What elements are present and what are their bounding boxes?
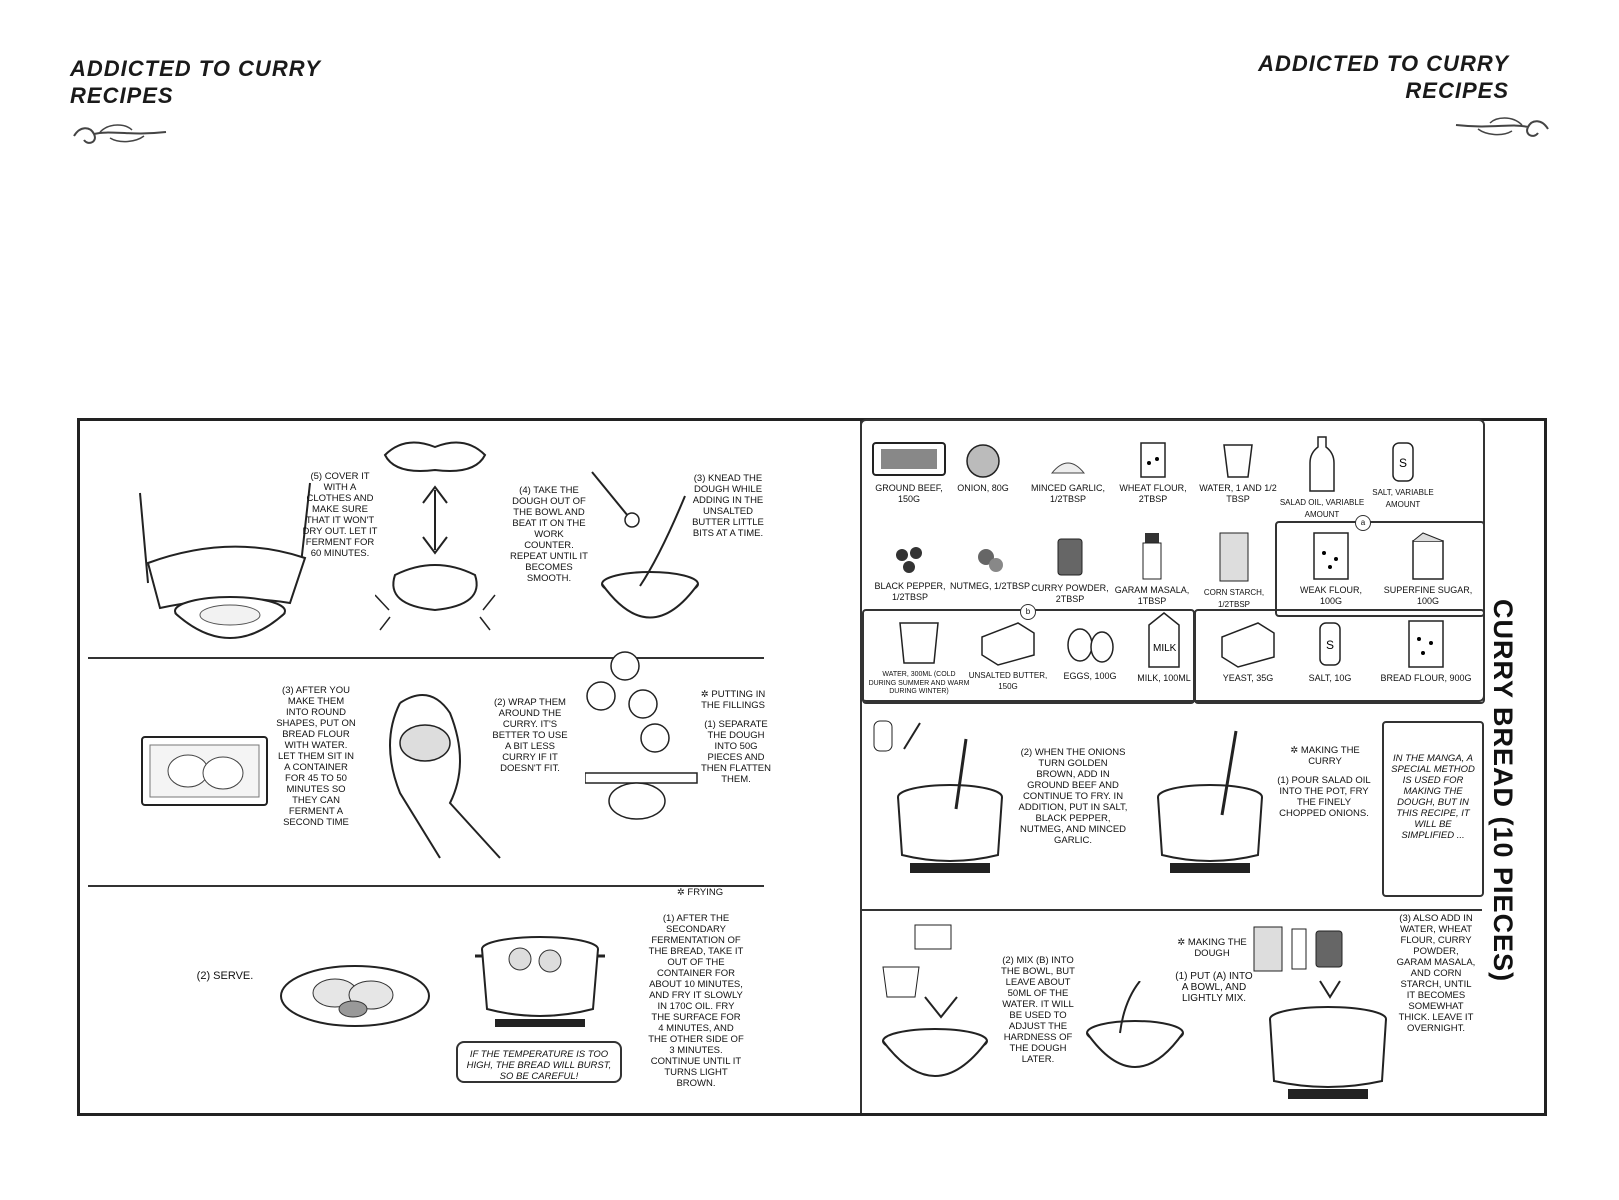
frying-warning-box: IF THE TEMPERATURE IS TOO HIGH, THE BREA…	[456, 1041, 622, 1083]
spice-jar-icon	[1142, 533, 1162, 580]
marker-a: a	[1355, 515, 1371, 531]
milk-carton-icon: MILK	[1148, 612, 1180, 668]
ingredient-eggs: EGGS, 100G	[1050, 617, 1130, 682]
fillings-heading: ✲ PUTTING IN THE FILLINGS	[700, 689, 766, 711]
measuring-cup-icon	[1223, 444, 1253, 478]
curry-step1: (1) POUR SALAD OIL INTO THE POT, FRY THE…	[1277, 775, 1371, 819]
nutmeg-icon	[978, 549, 1003, 572]
fillings-step2: (2) WRAP THEM AROUND THE CURRY. IT'S BET…	[492, 697, 568, 774]
side-note: IN THE MANGA, A SPECIAL METHOD IS USED F…	[1391, 753, 1475, 841]
ingredient-wheat-flour: WHEAT FLOUR, 2TBSP	[1107, 439, 1199, 504]
curry-pot-step3-illustration	[1253, 926, 1387, 1099]
garlic-pile-icon	[1050, 462, 1086, 474]
recipe-panel: (5) COVER IT WITH A CLOTHES AND MAKE SUR…	[77, 418, 1547, 1116]
header-line1: ADDICTED TO CURRY	[70, 56, 321, 81]
salt-shaker-small-icon: S	[1319, 622, 1341, 666]
onion-icon	[966, 444, 1000, 478]
ingredient-minced-garlic: MINCED GARLIC, 1/2TBSP	[1022, 439, 1114, 504]
ingredient-black-pepper: BLACK PEPPER, 1/2TBSP	[870, 541, 950, 602]
center-divider	[860, 421, 862, 1113]
header-line2: RECIPES	[70, 83, 174, 108]
ingredients-a-box-lower	[1194, 609, 1485, 704]
ingredient-bread-flour: BREAD FLOUR, 900G	[1374, 617, 1478, 684]
mix-b-bowl-illustration	[882, 924, 988, 1077]
container-illustration	[141, 736, 268, 806]
dough-heading: ✲ MAKING THE DOUGH	[1177, 937, 1247, 959]
header-right: ADDICTED TO CURRY RECIPES	[1258, 50, 1509, 104]
knead-bowl-illustration	[591, 471, 699, 619]
ingredient-unsalted-butter: UNSALTED BUTTER, 150G	[968, 617, 1048, 692]
ingredient-salad-oil: SALAD OIL, VARIABLE AMOUNT	[1276, 435, 1368, 520]
frying-warning: IF THE TEMPERATURE IS TOO HIGH, THE BREA…	[466, 1049, 612, 1082]
header-line2-right: RECIPES	[1405, 78, 1509, 103]
dough-balls-illustration	[585, 651, 698, 820]
svg-text:S: S	[1326, 638, 1334, 652]
curry-heading: ✲ MAKING THE CURRY	[1290, 745, 1360, 767]
flour-bag-icon	[1140, 442, 1166, 478]
fillings-step1: (1) SEPARATE THE DOUGH INTO 50G PIECES A…	[700, 719, 772, 785]
curry-can-icon	[1057, 538, 1083, 576]
weak-flour-bag-icon	[1313, 532, 1349, 580]
marker-b: b	[1020, 604, 1036, 620]
curry-pot-step2-illustration	[873, 720, 1003, 873]
row-divider-2	[88, 885, 764, 887]
starch-bag-icon	[1219, 532, 1249, 582]
ingredient-superfine-sugar: SUPERFINE SUGAR, 100G	[1380, 531, 1476, 606]
ingredient-ground-beef: GROUND BEEF, 150G	[863, 439, 955, 504]
sugar-box-icon	[1412, 532, 1444, 580]
peppercorns-icon	[896, 547, 922, 573]
curry-pot-step1-illustration	[1157, 730, 1263, 873]
ingredient-water-300ml: WATER, 300ML (COLD DURING SUMMER AND WAR…	[868, 617, 970, 697]
ingredient-onion: ONION, 80G	[937, 439, 1029, 494]
cover-bowl-illustration	[139, 482, 311, 639]
svg-text:S: S	[1399, 456, 1407, 470]
ingredient-garam-masala: GARAM MASALA, 1TBSP	[1110, 531, 1194, 606]
frying-pot-illustration	[475, 936, 605, 1027]
ingredient-nutmeg: NUTMEG, 1/2TBSP	[950, 541, 1030, 592]
ingredient-water: WATER, 1 AND 1/2 TBSP	[1192, 439, 1284, 504]
butter-box-icon	[981, 622, 1035, 666]
fillings-step3: (3) AFTER YOU MAKE THEM INTO ROUND SHAPE…	[276, 685, 356, 828]
oil-bottle-icon	[1309, 436, 1335, 492]
ingredient-salt: S SALT, VARIABLE AMOUNT	[1364, 439, 1442, 510]
yeast-block-icon	[1221, 622, 1275, 668]
frying-step2: (2) SERVE.	[196, 970, 254, 982]
ingredient-corn-starch: CORN STARCH, 1/2TBSP	[1196, 531, 1272, 610]
meat-tray-icon	[872, 442, 946, 476]
ornament-left-icon	[73, 124, 167, 144]
beat-dough-illustration	[375, 441, 496, 631]
ingredients-a-box	[1275, 521, 1485, 617]
bread-flour-bag-icon	[1408, 620, 1444, 668]
ornament-right-icon	[1455, 117, 1549, 137]
mix-a-bowl-illustration	[1086, 981, 1184, 1068]
ingredient-yeast: YEAST, 35G	[1208, 617, 1288, 684]
dough-step3: (3) KNEAD THE DOUGH WHILE ADDING IN THE …	[692, 473, 764, 539]
ingredient-weak-flour: WEAK FLOUR, 100G	[1288, 531, 1374, 606]
dough-step4: (4) TAKE THE DOUGH OUT OF THE BOWL AND B…	[510, 485, 588, 584]
dough-step1: (1) PUT (A) INTO A BOWL, AND LIGHTLY MIX…	[1175, 971, 1253, 1004]
curry-step2: (2) WHEN THE ONIONS TURN GOLDEN BROWN, A…	[1018, 747, 1128, 846]
eggs-icon	[1067, 628, 1114, 663]
header-left: ADDICTED TO CURRY RECIPES	[70, 55, 321, 109]
ingredient-salt-10g: S SALT, 10G	[1288, 617, 1372, 684]
side-note-box: IN THE MANGA, A SPECIAL METHOD IS USED F…	[1382, 721, 1484, 897]
row-divider-right	[862, 909, 1482, 911]
frying-heading: ✲ FRYING	[676, 887, 724, 898]
salt-shaker-icon: S	[1392, 442, 1414, 482]
ingredient-milk: MILK MILK, 100ML	[1124, 611, 1204, 684]
dough-step5: (5) COVER IT WITH A CLOTHES AND MAKE SUR…	[302, 471, 378, 559]
wrap-hand-illustration	[389, 694, 501, 859]
curry-step3: (3) ALSO ADD IN WATER, WHEAT FLOUR, CURR…	[1396, 913, 1476, 1034]
header-line1-right: ADDICTED TO CURRY	[1258, 51, 1509, 76]
row-divider-1	[88, 657, 764, 659]
dough-step2: (2) MIX (B) INTO THE BOWL, BUT LEAVE ABO…	[1001, 955, 1075, 1065]
water-cup-icon	[899, 622, 939, 664]
frying-step1: (1) AFTER THE SECONDARY FERMENTATION OF …	[648, 913, 744, 1089]
ingredient-curry-powder: CURRY POWDER, 2TBSP	[1030, 535, 1110, 604]
plate-illustration	[280, 965, 430, 1027]
recipe-title: CURRY BREAD (10 PIECES)	[1488, 599, 1518, 983]
svg-text:MILK: MILK	[1153, 643, 1177, 654]
